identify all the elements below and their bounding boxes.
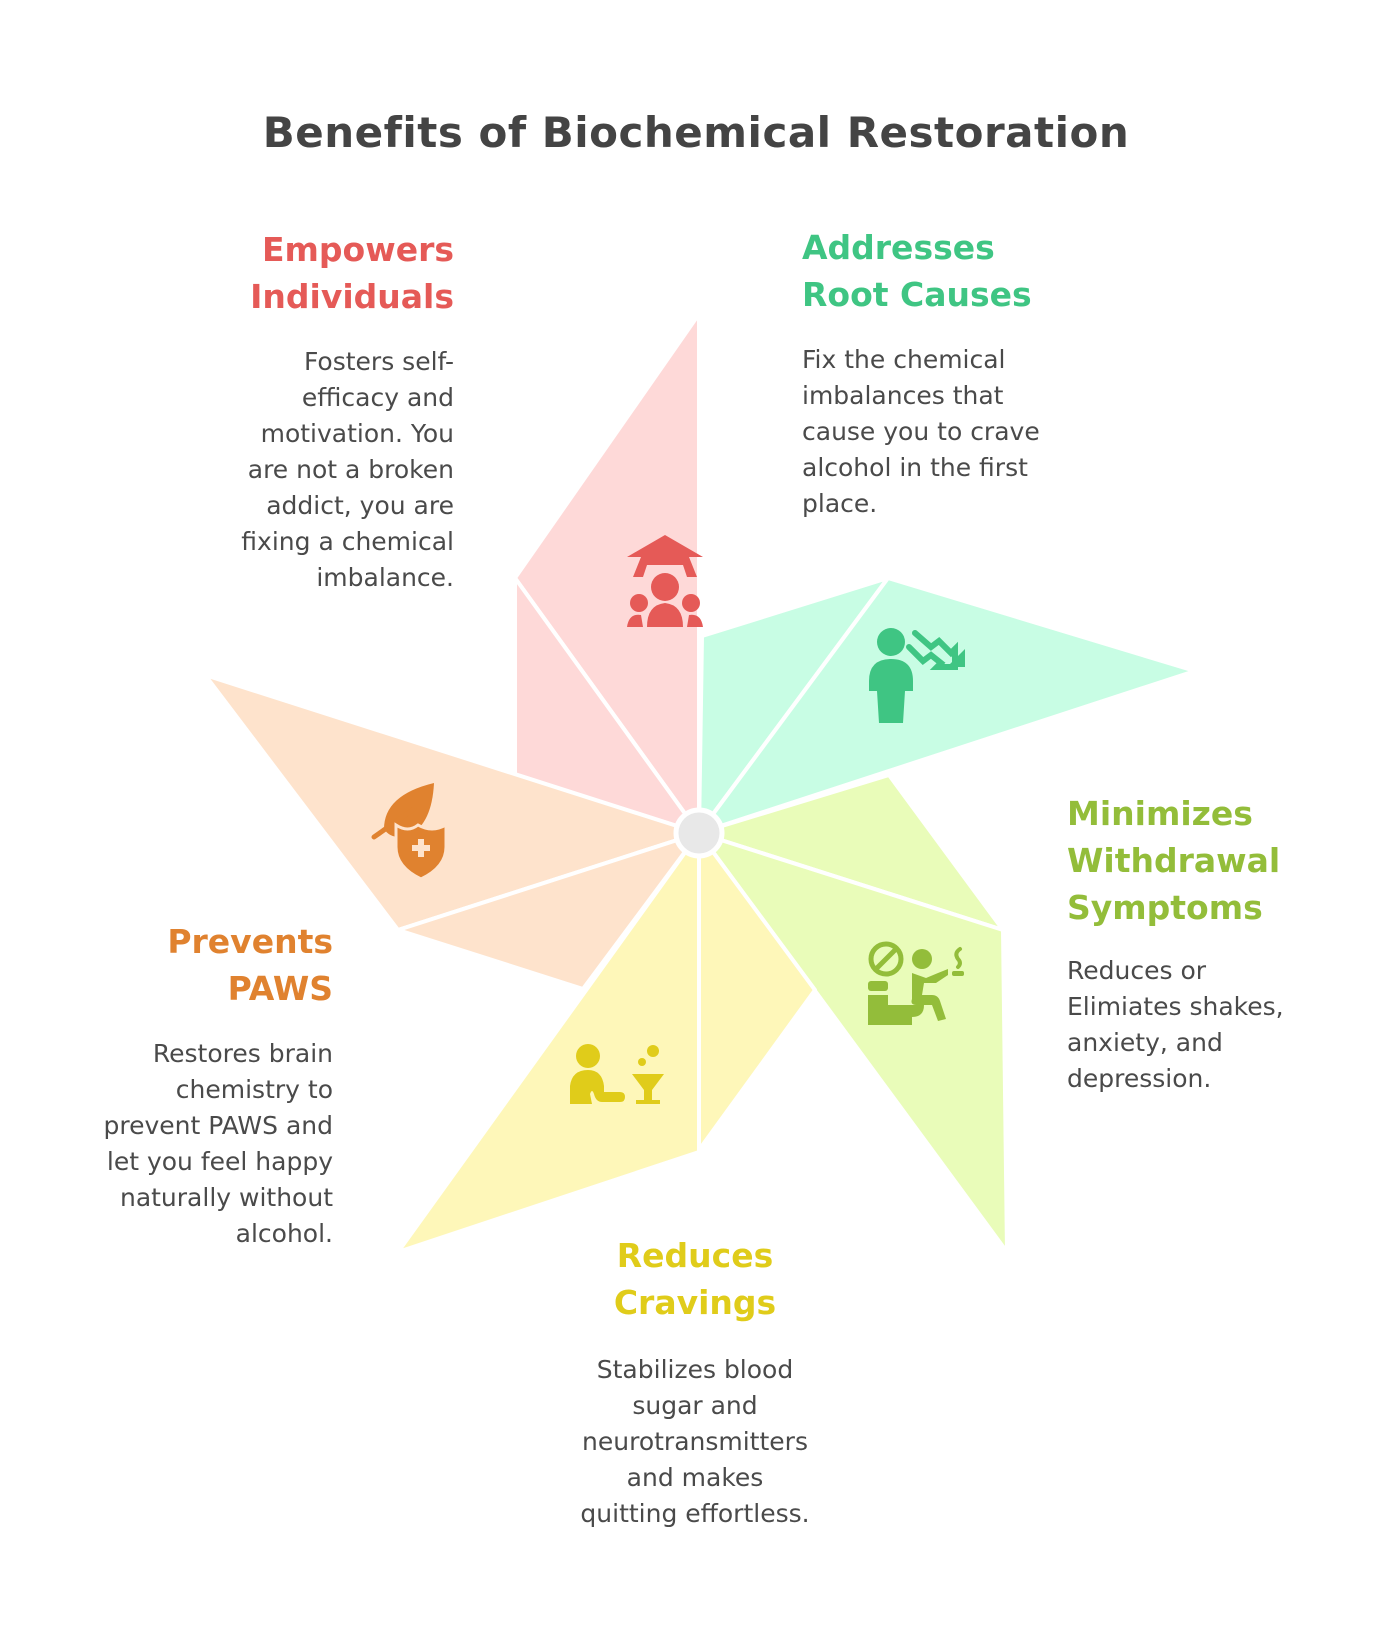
description-line: motivation. You xyxy=(260,419,454,448)
item-heading: Minimizes Withdrawal Symptoms xyxy=(1067,790,1392,931)
description-line: alcohol. xyxy=(235,1219,333,1248)
item-description: Fix the chemical imbalances that cause y… xyxy=(802,342,1132,522)
description-line: place. xyxy=(802,489,878,518)
heading-line: Prevents xyxy=(167,922,333,961)
person-cocktail-icon xyxy=(570,1044,664,1104)
description-line: are not a broken xyxy=(247,455,454,484)
description-line: chemistry to xyxy=(175,1075,333,1104)
heading-line: PAWS xyxy=(227,969,333,1008)
description-line: and makes xyxy=(626,1463,764,1492)
heading-line: Individuals xyxy=(250,277,454,316)
description-line: Fix the chemical xyxy=(802,345,1006,374)
description-line: naturally without xyxy=(119,1183,333,1212)
petal-empowers xyxy=(513,312,701,835)
person-trend-down-icon xyxy=(869,628,965,723)
item-minimizes-withdrawal-symptoms: Minimizes Withdrawal Symptoms Reduces or… xyxy=(1067,790,1392,1097)
leaf-shield-icon xyxy=(371,783,448,881)
item-description: Restores brain chemistry to prevent PAWS… xyxy=(3,1036,333,1252)
description-line: sugar and xyxy=(632,1391,758,1420)
description-line: imbalances that xyxy=(802,381,1004,410)
description-line: cause you to crave xyxy=(802,417,1040,446)
description-line: fixing a chemical xyxy=(241,527,454,556)
description-line: Elimiates shakes, xyxy=(1067,992,1284,1021)
page-title: Benefits of Biochemical Restoration xyxy=(262,108,1130,157)
heading-line: Minimizes xyxy=(1067,794,1253,833)
description-line: quitting effortless. xyxy=(580,1499,810,1528)
description-line: addict, you are xyxy=(266,491,454,520)
description-line: alcohol in the first xyxy=(802,453,1028,482)
item-heading: Addresses Root Causes xyxy=(802,224,1132,318)
description-line: Restores brain xyxy=(152,1039,333,1068)
heading-line: Symptoms xyxy=(1067,888,1263,927)
description-line: depression. xyxy=(1067,1064,1212,1093)
description-line: Stabilizes blood xyxy=(596,1355,794,1384)
item-heading: Reduces Cravings xyxy=(530,1232,860,1326)
description-line: anxiety, and xyxy=(1067,1028,1223,1057)
description-line: efficacy and xyxy=(301,383,454,412)
no-smoking-person-icon xyxy=(868,941,964,1025)
item-prevents-paws: Prevents PAWS Restores brain chemistry t… xyxy=(3,918,333,1252)
item-empowers-individuals: Empowers Individuals Fosters self- effic… xyxy=(124,226,454,596)
item-description: Reduces or Elimiates shakes, anxiety, an… xyxy=(1067,953,1392,1097)
item-heading: Prevents PAWS xyxy=(3,918,333,1012)
description-line: let you feel happy xyxy=(106,1147,333,1176)
description-line: Fosters self- xyxy=(303,347,454,376)
petal-reduces xyxy=(396,831,817,1254)
description-line: imbalance. xyxy=(316,563,454,592)
description-line: neurotransmitters xyxy=(582,1427,808,1456)
item-description: Fosters self- efficacy and motivation. Y… xyxy=(124,344,454,596)
item-description: Stabilizes blood sugar and neurotransmit… xyxy=(530,1352,860,1532)
description-line: prevent PAWS and xyxy=(103,1111,333,1140)
heading-line: Reduces xyxy=(616,1236,774,1275)
petal-addresses xyxy=(697,576,1197,835)
item-addresses-root-causes: Addresses Root Causes Fix the chemical i… xyxy=(802,224,1132,522)
heading-line: Root Causes xyxy=(802,275,1032,314)
center-hub xyxy=(673,807,725,859)
item-heading: Empowers Individuals xyxy=(124,226,454,320)
item-reduces-cravings: Reduces Cravings Stabilizes blood sugar … xyxy=(530,1232,860,1532)
petal-prevents xyxy=(203,673,701,991)
graduation-people-icon xyxy=(627,535,703,627)
heading-line: Empowers xyxy=(261,230,454,269)
heading-line: Withdrawal xyxy=(1067,841,1281,880)
heading-line: Cravings xyxy=(613,1283,777,1322)
description-line: Reduces or xyxy=(1067,956,1207,985)
heading-line: Addresses xyxy=(802,228,995,267)
